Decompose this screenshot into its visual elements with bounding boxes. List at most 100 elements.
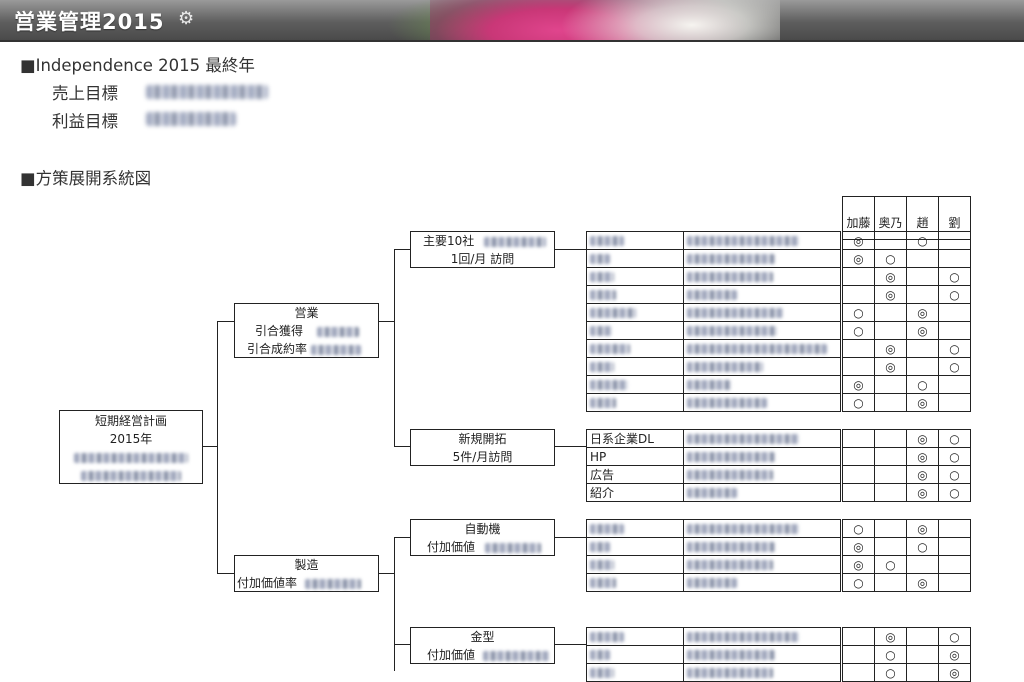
- automation-assignment-table: ○◎◎○◎○○◎: [842, 519, 971, 592]
- assignment-cell: [938, 573, 971, 592]
- assignment-row: ○◎: [842, 303, 971, 322]
- redacted-text: [687, 668, 773, 678]
- app-header: 営業管理2015 ⚙: [0, 0, 1024, 42]
- new-development-assignment-table: ◎○◎○◎○◎○: [842, 429, 971, 502]
- assignment-cell: ○: [874, 555, 907, 574]
- detail-cell: [586, 645, 684, 664]
- assignment-cell: ◎: [906, 465, 939, 484]
- channel-label: HP: [590, 449, 607, 464]
- detail-cell: [586, 339, 684, 358]
- root-plan-year: 2015年: [109, 432, 153, 446]
- redacted-text: [81, 470, 181, 481]
- mold-assignment-table: ◎○○◎○◎: [842, 627, 971, 682]
- redacted-text: [590, 632, 624, 642]
- detail-cell: [586, 375, 684, 394]
- sales-title: 営業: [294, 306, 319, 320]
- assignment-row: ○◎: [842, 393, 971, 412]
- table-row: [586, 321, 841, 340]
- assignment-cell: ○: [938, 429, 971, 448]
- table-row: [586, 537, 841, 556]
- assignment-cell: ◎: [842, 537, 875, 556]
- assignment-cell: [874, 321, 907, 340]
- connector: [217, 321, 218, 574]
- detail-cell: [586, 663, 684, 682]
- table-row: HP: [586, 447, 841, 466]
- assignment-cell: [906, 249, 939, 268]
- automation-title: 自動機: [464, 522, 501, 536]
- assignment-row: ○◎: [842, 645, 971, 664]
- assignment-cell: ○: [938, 447, 971, 466]
- redacted-text: [590, 290, 616, 300]
- assignment-cell: [938, 231, 971, 250]
- value-added-label: 付加価値: [427, 540, 476, 554]
- detail-cell: [586, 393, 684, 412]
- key-accounts-assignment-table: ◎○◎○◎○◎○○◎○◎◎○◎○◎○○◎: [842, 231, 971, 412]
- redacted-text: [305, 578, 362, 589]
- assignment-cell: [842, 285, 875, 304]
- redacted-text: [590, 254, 610, 264]
- assignment-cell: ○: [842, 303, 875, 322]
- channel-label: 紹介: [590, 486, 615, 500]
- channel-label: 広告: [590, 468, 615, 482]
- detail-cell: [586, 573, 684, 592]
- detail-cell: [683, 645, 841, 664]
- assignment-row: ◎○: [842, 375, 971, 394]
- redacted-text: [590, 524, 624, 534]
- assignment-cell: [842, 447, 875, 466]
- redacted-text: [590, 236, 624, 246]
- profit-target-value-redacted: [146, 112, 236, 126]
- redacted-text: [687, 632, 799, 642]
- gear-icon[interactable]: ⚙: [178, 8, 195, 29]
- detail-cell: [683, 285, 841, 304]
- assignment-cell: ◎: [906, 393, 939, 412]
- assignment-cell: [842, 663, 875, 682]
- redacted-text: [590, 272, 614, 282]
- assignment-row: ◎○: [842, 429, 971, 448]
- assignment-row: ◎○: [842, 483, 971, 502]
- assignment-cell: ○: [938, 339, 971, 358]
- assignment-cell: [842, 429, 875, 448]
- table-row: [586, 285, 841, 304]
- app-title: 営業管理2015: [14, 10, 165, 34]
- connector: [203, 446, 217, 447]
- detail-cell: 日系企業DL: [586, 429, 684, 448]
- assignment-cell: [906, 645, 939, 664]
- assignment-cell: [938, 393, 971, 412]
- detail-cell: [683, 537, 841, 556]
- detail-cell: [586, 321, 684, 340]
- assignment-cell: ○: [842, 519, 875, 538]
- table-row: [586, 663, 841, 682]
- detail-cell: [586, 231, 684, 250]
- new-development-frequency: 5件/月訪問: [452, 450, 513, 464]
- detail-cell: [683, 627, 841, 646]
- assignment-cell: [842, 627, 875, 646]
- connector: [554, 249, 586, 250]
- conversion-label: 引合成約率: [247, 342, 308, 356]
- redacted-text: [590, 668, 614, 678]
- redacted-text: [687, 578, 737, 588]
- detail-cell: [683, 663, 841, 682]
- redacted-text: [317, 326, 360, 337]
- connector: [394, 249, 410, 250]
- automation-box: 自動機 付加価値: [410, 519, 555, 556]
- table-row: [586, 555, 841, 574]
- header-flower-highlight: [560, 0, 780, 40]
- redacted-text: [590, 362, 614, 372]
- redacted-text: [590, 542, 610, 552]
- assignment-cell: [842, 465, 875, 484]
- assignment-cell: ◎: [842, 231, 875, 250]
- assignment-cell: ◎: [874, 285, 907, 304]
- detail-cell: [683, 447, 841, 466]
- redacted-text: [687, 542, 775, 552]
- assignment-cell: [938, 555, 971, 574]
- assignment-row: ○◎: [842, 519, 971, 538]
- assignment-cell: ◎: [874, 267, 907, 286]
- assignment-row: ◎○: [842, 285, 971, 304]
- assignment-row: ◎○: [842, 627, 971, 646]
- manufacturing-box: 製造 付加価値率: [234, 555, 379, 592]
- detail-cell: [683, 519, 841, 538]
- assignment-cell: [938, 519, 971, 538]
- redacted-text: [687, 470, 773, 480]
- detail-cell: [586, 285, 684, 304]
- detail-cell: [683, 249, 841, 268]
